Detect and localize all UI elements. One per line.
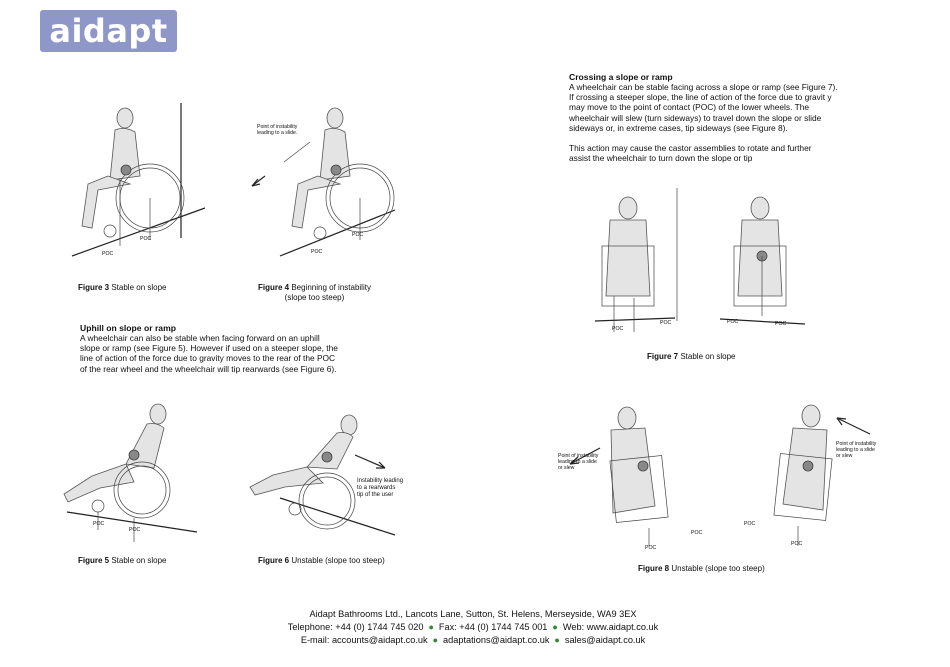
figure-number: Figure 6	[258, 556, 290, 565]
footer-telephone: Telephone: +44 (0) 1744 745 020	[287, 622, 424, 632]
figure-caption-text: Stable on slope	[678, 352, 736, 361]
poc-label: POC	[102, 251, 114, 257]
annotation-line: leading to a slide	[836, 447, 875, 453]
crossing-line: This action may cause the castor assembl…	[569, 143, 812, 153]
logo-registered-mark: ®	[168, 10, 174, 19]
uphill-line: line of action of the force due to gravi…	[80, 353, 336, 364]
footer: Aidapt Bathrooms Ltd., Lancots Lane, Sut…	[223, 608, 723, 647]
poc-label: POC	[744, 521, 756, 527]
poc-label: POC	[93, 521, 105, 527]
footer-web-link[interactable]: Web: www.aidapt.co.uk	[562, 622, 659, 632]
figure-8-left-note: Point of instability leading to a slide …	[558, 453, 618, 471]
crossing-paragraph-2: This action may cause the castor assembl…	[569, 143, 899, 163]
figure-number: Figure 7	[647, 352, 679, 361]
poc-label: POC	[727, 319, 739, 325]
footer-fax: Fax: +44 (0) 1744 745 001	[438, 622, 548, 632]
crossing-line: assist the wheelchair to turn down the s…	[569, 153, 753, 164]
annotation-line: Point of instability	[257, 124, 298, 130]
figure-number: Figure 5	[78, 556, 110, 565]
figure-7-illustration	[594, 188, 806, 332]
figure-5-illustration	[63, 403, 198, 542]
uphill-line: of the rear wheel and the wheelchair wil…	[80, 363, 337, 374]
footer-email-accounts[interactable]: E-mail: accounts@aidapt.co.uk	[300, 635, 428, 645]
poc-label: POC	[645, 545, 657, 551]
poc-label: POC	[775, 321, 787, 327]
uphill-line: A wheelchair can also be stable when fac…	[80, 333, 320, 343]
figure-5-caption: Figure 5 Stable on slope	[78, 556, 167, 566]
annotation-line: to a rearwards	[357, 485, 396, 491]
figure-caption-text: Beginning of instability	[289, 283, 371, 292]
figure-caption-text: Unstable (slope too steep)	[669, 564, 765, 573]
poc-label: POC	[691, 530, 703, 536]
crossing-line: may move to the point of contact (POC) o…	[569, 102, 810, 113]
figure-caption-text: Stable on slope	[109, 556, 167, 565]
crossing-line: wheelchair will slew (turn sideways) to …	[569, 112, 822, 123]
figure-caption-text: (slope too steep)	[284, 293, 345, 302]
figure-caption-text: Unstable (slope too steep)	[289, 556, 385, 565]
footer-email-line: E-mail: accounts@aidapt.co.uk ● adaptation…	[223, 634, 723, 647]
uphill-line: slope or ramp (see Figure 5). However if…	[80, 343, 338, 354]
figure-7-caption: Figure 7 Stable on slope	[647, 352, 736, 362]
uphill-paragraph: A wheelchair can also be stable when fac…	[80, 333, 400, 374]
figure-caption-text: Stable on slope	[109, 283, 167, 292]
crossing-line: sideways or, in extreme cases, tip sidew…	[569, 122, 788, 133]
figure-6-caption: Figure 6 Unstable (slope too steep)	[258, 556, 385, 566]
annotation-line: or slew	[836, 453, 853, 459]
footer-contact-line: Telephone: +44 (0) 1744 745 020 ● Fax: +44…	[223, 621, 723, 634]
annotation-line: Instability leading	[357, 478, 404, 484]
crossing-line: A wheelchair can be stable facing across…	[569, 82, 838, 92]
poc-label: POC	[311, 249, 323, 255]
bullet-icon: ●	[552, 622, 558, 632]
bullet-icon: ●	[432, 635, 439, 645]
annotation-line: leading to a slide	[558, 459, 597, 465]
annotation-line: or slew	[558, 465, 575, 471]
annotation-line: leading to a slide.	[257, 130, 298, 136]
annotation-line: tip of the user	[357, 492, 394, 498]
poc-label: POC	[352, 232, 364, 238]
figure-number: Figure 4	[258, 283, 290, 292]
figure-4-caption: Figure 4 Beginning of instability (slope…	[258, 283, 371, 303]
bullet-icon: ●	[428, 622, 434, 632]
figure-6-illustration	[249, 414, 396, 536]
crossing-heading: Crossing a slope or ramp	[569, 72, 673, 82]
figure-8-right-note: Point of instability leading to a slide …	[836, 441, 896, 459]
footer-address: Aidapt Bathrooms Ltd., Lancots Lane, Sut…	[309, 609, 637, 619]
uphill-heading: Uphill on slope or ramp	[80, 323, 176, 333]
poc-label: POC	[791, 541, 803, 547]
figure-4-illustration	[251, 107, 396, 257]
footer-email-sales[interactable]: sales@aidapt.co.uk	[564, 635, 646, 645]
bullet-icon: ●	[554, 635, 560, 645]
poc-label: POC	[129, 527, 141, 533]
figure-4-note: Point of instability leading to a slide.	[257, 124, 317, 136]
logo-text: aidapt	[49, 12, 168, 50]
figure-number: Figure 8	[638, 564, 670, 573]
figure-8-illustration	[569, 404, 871, 546]
aidapt-logo: aidapt ®	[40, 10, 177, 52]
annotation-line: Point of instability	[836, 441, 877, 447]
figure-6-note: Instability leading to a rearwards tip o…	[357, 478, 417, 499]
figure-8-caption: Figure 8 Unstable (slope too steep)	[638, 564, 765, 574]
poc-label: POC	[140, 236, 152, 242]
crossing-line: If crossing a steeper slope, the line of…	[569, 92, 832, 103]
crossing-paragraph: A wheelchair can be stable facing across…	[569, 82, 899, 133]
poc-label: POC	[660, 320, 672, 326]
figure-3-illustration	[71, 103, 206, 257]
footer-email-adaptations[interactable]: adaptations@aidapt.co.uk	[443, 635, 550, 645]
figure-number: Figure 3	[78, 283, 110, 292]
annotation-line: Point of instability	[558, 453, 599, 459]
figure-3-caption: Figure 3 Stable on slope	[78, 283, 167, 293]
poc-label: POC	[612, 326, 624, 332]
